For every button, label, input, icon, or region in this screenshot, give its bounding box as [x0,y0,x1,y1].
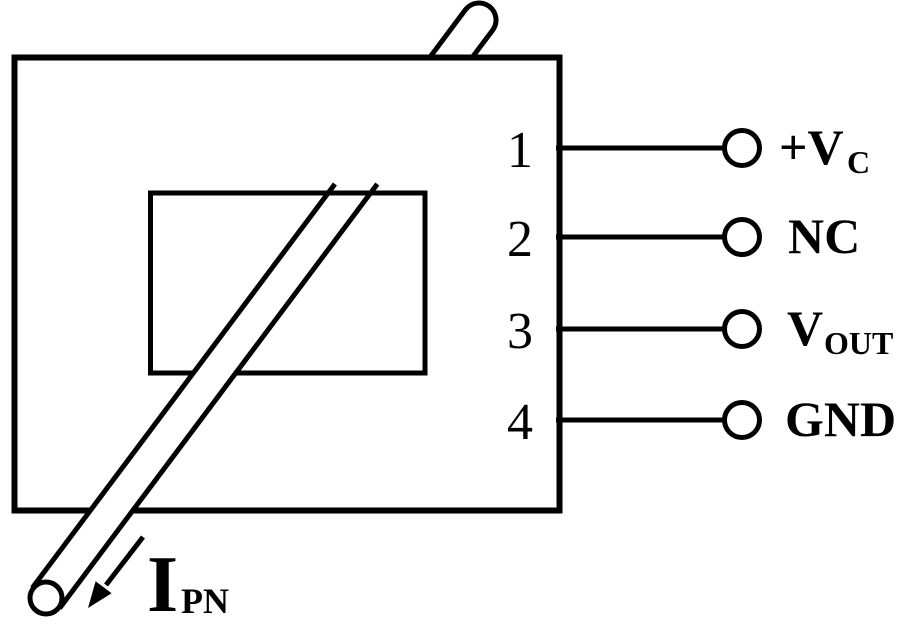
primary-conductor [27,0,499,617]
current-arrow [88,535,145,608]
pin-3: 3 V OUT [507,300,893,361]
pin-label: NC [788,208,860,264]
conductor-fill [32,195,369,609]
pin-2: 2 NC [507,208,860,268]
pin-label: +V [779,119,844,175]
sensor-body [11,54,563,514]
current-arrowhead [88,581,112,608]
aperture-window [148,190,428,376]
pin-label: GND [785,391,896,447]
pin-label-subscript: C [847,144,870,180]
current-arrow-shaft [104,535,145,587]
pin-label: V [787,300,823,356]
conductor-stub [428,0,499,59]
pin-terminal [722,128,762,168]
pin-number: 3 [507,303,533,360]
pin-1: 1 +V C [507,119,870,180]
current-symbol: I [147,541,178,629]
current-label: I PN [147,541,229,629]
conductor-edge-left [30,182,337,590]
pin-label-subscript: OUT [824,325,893,361]
conductor-end [27,579,65,617]
pin-number: 1 [507,122,533,179]
pin-terminal [722,217,762,257]
pin-number: 4 [507,394,533,451]
current-symbol-subscript: PN [181,581,229,621]
pin-terminal [722,309,762,349]
pin-number: 2 [507,211,533,268]
conductor-edge-right [57,182,380,610]
pin-terminal [722,400,762,440]
pin-4: 4 GND [507,391,896,451]
